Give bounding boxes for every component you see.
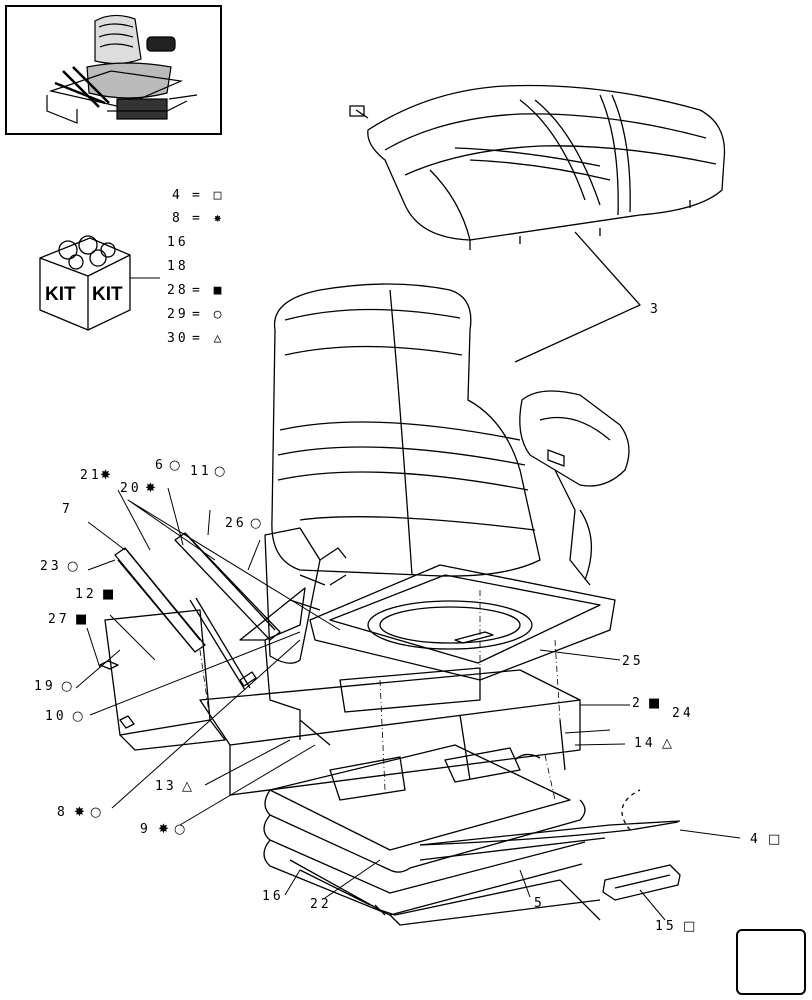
callout-3[interactable]: 3	[650, 302, 661, 317]
seat-cushion	[349, 84, 726, 250]
callout-13[interactable]: 13	[155, 779, 177, 794]
star-marker: ✸	[100, 468, 111, 483]
callout-12[interactable]: 12	[75, 587, 97, 602]
kit-item-num: 16	[167, 235, 189, 250]
circle-marker: ○	[174, 822, 186, 837]
callout-27[interactable]: 27	[48, 612, 70, 627]
kit-item-mark: = ■	[192, 283, 225, 298]
kit-item-num: 30	[167, 331, 189, 346]
backrest	[271, 283, 541, 577]
kit-text-right: KIT	[92, 284, 123, 305]
leader-3	[514, 231, 641, 363]
star-marker: ✸	[74, 805, 85, 820]
kit-item-num: 28	[167, 283, 189, 298]
leader-lines	[75, 277, 741, 921]
circle-marker: ○	[67, 559, 79, 574]
callout-7[interactable]: 7	[62, 502, 73, 517]
square-filled-marker: ■	[102, 587, 115, 602]
callout-4[interactable]: 4	[750, 832, 761, 847]
callout-26[interactable]: 26	[225, 516, 247, 531]
circle-marker: ○	[61, 679, 73, 694]
callout-21[interactable]: 21	[80, 468, 102, 483]
armrest	[519, 390, 630, 586]
handle-15	[602, 864, 681, 901]
callout-11[interactable]: 11	[190, 464, 212, 479]
kit-item-mark: = △	[192, 331, 225, 346]
square-filled-marker: ■	[648, 696, 661, 711]
callout-19[interactable]: 19	[34, 679, 56, 694]
base-plate	[99, 609, 581, 796]
circle-marker: ○	[169, 458, 181, 473]
callout-23[interactable]: 23	[40, 559, 62, 574]
star-marker: ✸	[158, 822, 169, 837]
square-open-marker: □	[683, 919, 696, 934]
triangle-marker: △	[662, 736, 672, 751]
kit-item-num: 4	[172, 188, 183, 203]
callout-15[interactable]: 15	[655, 919, 677, 934]
callout-14[interactable]: 14	[634, 736, 656, 751]
slide-rails	[114, 532, 306, 740]
callout-22[interactable]: 22	[310, 897, 332, 912]
callout-9[interactable]: 9	[140, 822, 151, 837]
kit-text-left: KIT	[45, 284, 76, 305]
thumbnail-icon	[46, 14, 198, 124]
callout-20[interactable]: 20	[120, 481, 142, 496]
kit-item-num: 29	[167, 307, 189, 322]
next-page-button[interactable]	[736, 929, 806, 995]
kit-item-mark: = □	[192, 188, 225, 203]
circle-marker: ○	[72, 709, 84, 724]
suspension-base	[263, 714, 681, 926]
circle-marker: ○	[214, 464, 226, 479]
kit-box	[39, 235, 131, 331]
callout-8[interactable]: 8	[57, 805, 68, 820]
triangle-marker: △	[182, 779, 192, 794]
kit-item-num: 18	[167, 259, 189, 274]
kit-item-num: 8	[172, 211, 183, 226]
callout-5[interactable]: 5	[534, 896, 545, 911]
callout-2[interactable]: 2	[632, 696, 643, 711]
seat-frame	[264, 527, 616, 681]
square-filled-marker: ■	[75, 612, 88, 627]
circle-marker: ○	[250, 516, 262, 531]
star-marker: ✸	[145, 481, 156, 496]
lever-4	[419, 821, 679, 846]
callout-24[interactable]: 24	[672, 706, 694, 721]
circle-marker: ○	[90, 805, 102, 820]
callout-25[interactable]: 25	[622, 654, 644, 669]
square-open-marker: □	[768, 832, 781, 847]
callout-10[interactable]: 10	[45, 709, 67, 724]
callout-6[interactable]: 6	[155, 458, 166, 473]
callout-16[interactable]: 16	[262, 889, 284, 904]
assembly-thumbnail[interactable]	[5, 5, 222, 135]
kit-item-mark: = ○	[192, 307, 225, 322]
kit-item-mark: = ✸	[192, 211, 225, 226]
